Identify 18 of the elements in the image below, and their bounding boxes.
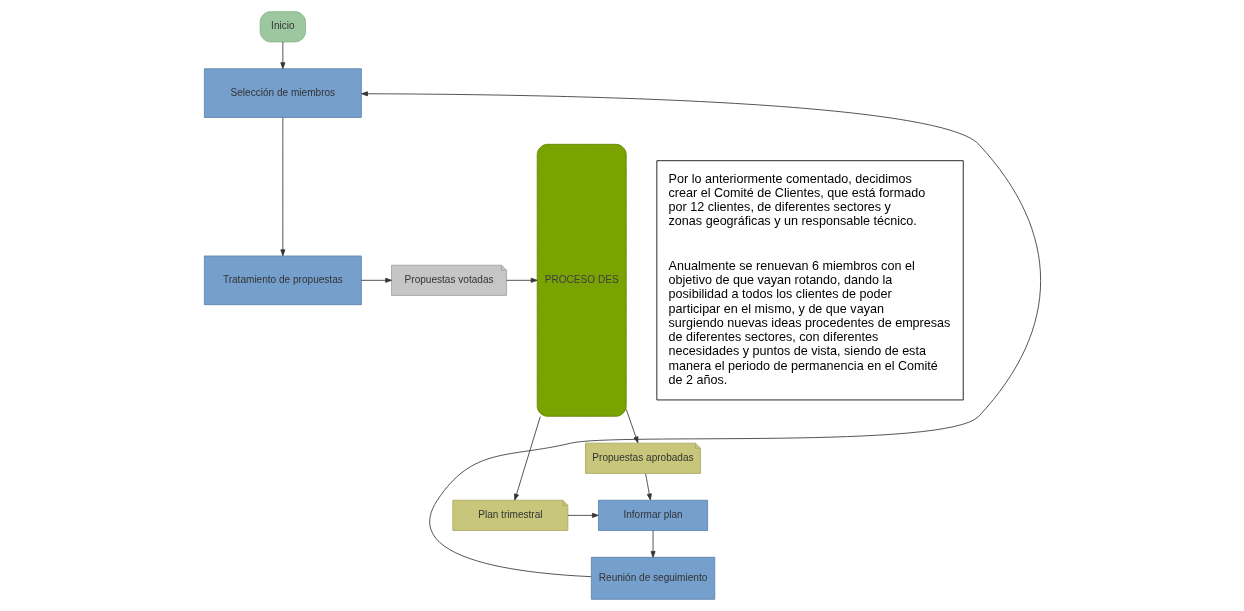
arrow [625, 408, 638, 444]
node-box: Selección de miembros [203, 68, 362, 118]
arrow [505, 277, 537, 283]
arrow [360, 277, 392, 283]
label: Anualmente se renuevan 6 miembros con el objetivo de que vayan rotando, dando la posibilidad a todos los clientes de poder participar en el mismo, y de que vayan surgiendo nuevas ideas procedentes de empresas de diferentes sectores, con diferentes necesidades y puntos de vista, siendo de esta manera el periodo de permanencia en el Comité de 2 años. [668, 258, 950, 387]
arrow [650, 530, 656, 558]
node-box: Tratamiento de propuestas [203, 255, 362, 306]
arrow [279, 117, 285, 257]
arrow [360, 91, 1041, 578]
node-box: PROCESO DES [536, 143, 627, 417]
node-box: Inicio [259, 11, 306, 43]
node-box: Informar plan [597, 499, 708, 531]
arrow [567, 512, 599, 518]
arrow [644, 473, 652, 501]
arrow [513, 416, 541, 501]
node-box: Reunión de seguimiento [590, 556, 715, 600]
arrow [279, 41, 285, 69]
label: Por lo anteriormente comentado, decidimos crear el Comité de Clientes, que está formado por 12 clientes, de diferentes sectores y zonas geográficas y un responsable técnico. [668, 171, 925, 229]
